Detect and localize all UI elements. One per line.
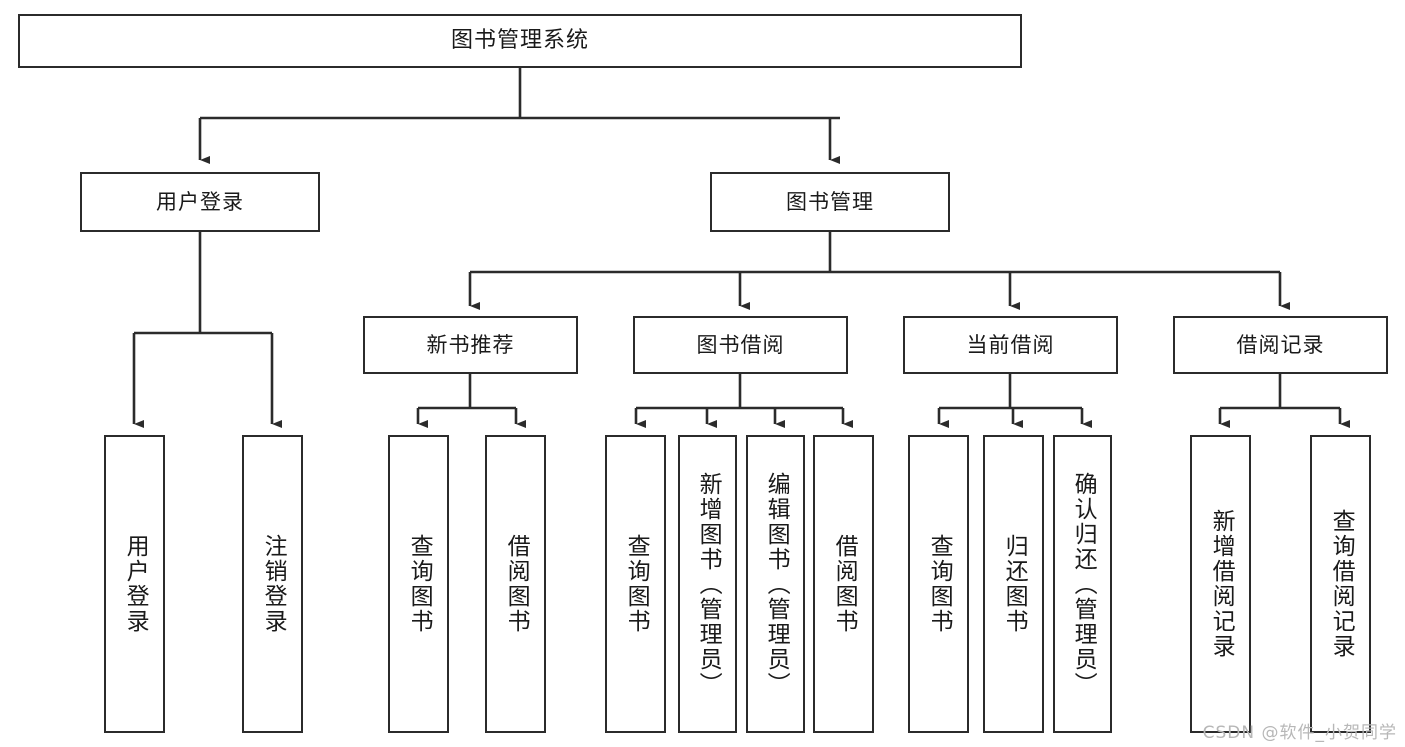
node-new-book-rec[interactable]: 新书推荐 <box>363 316 578 374</box>
node-borrow-record-label: 借阅记录 <box>1236 332 1325 357</box>
node-leaf-edit-book-label: 编辑图书（管理员） <box>763 471 790 697</box>
node-leaf-query-book-cur-label: 查询图书 <box>926 534 953 634</box>
node-borrow-record[interactable]: 借阅记录 <box>1173 316 1388 374</box>
node-leaf-return-book-label: 归还图书 <box>1001 534 1028 634</box>
node-leaf-borrow-book-label: 借阅图书 <box>831 534 858 634</box>
node-leaf-add-book[interactable]: 新增图书（管理员） <box>678 435 737 733</box>
node-leaf-logout[interactable]: 注销登录 <box>242 435 303 733</box>
node-book-borrow[interactable]: 图书借阅 <box>633 316 848 374</box>
node-leaf-add-record-label: 新增借阅记录 <box>1208 509 1235 659</box>
node-root-label: 图书管理系统 <box>450 28 589 53</box>
node-leaf-return-book[interactable]: 归还图书 <box>983 435 1044 733</box>
node-book-borrow-label: 图书借阅 <box>696 332 785 357</box>
node-root[interactable]: 图书管理系统 <box>18 14 1022 68</box>
node-leaf-confirm-return-label: 确认归还（管理员） <box>1070 471 1097 697</box>
node-current-borrow[interactable]: 当前借阅 <box>903 316 1118 374</box>
node-current-borrow-label: 当前借阅 <box>966 332 1055 357</box>
node-leaf-query-record[interactable]: 查询借阅记录 <box>1310 435 1371 733</box>
node-leaf-borrow-book-rec-label: 借阅图书 <box>503 534 530 634</box>
node-new-book-rec-label: 新书推荐 <box>426 332 515 357</box>
node-leaf-add-record[interactable]: 新增借阅记录 <box>1190 435 1251 733</box>
node-user-login-label: 用户登录 <box>156 189 244 214</box>
node-book-manage-label: 图书管理 <box>786 189 874 214</box>
node-leaf-edit-book[interactable]: 编辑图书（管理员） <box>746 435 805 733</box>
node-leaf-borrow-book-rec[interactable]: 借阅图书 <box>485 435 546 733</box>
node-leaf-confirm-return[interactable]: 确认归还（管理员） <box>1053 435 1112 733</box>
node-leaf-user-login[interactable]: 用户登录 <box>104 435 165 733</box>
node-leaf-query-record-label: 查询借阅记录 <box>1328 509 1355 659</box>
node-leaf-borrow-book[interactable]: 借阅图书 <box>813 435 874 733</box>
node-leaf-add-book-label: 新增图书（管理员） <box>695 471 722 697</box>
node-leaf-query-book-borrow-label: 查询图书 <box>623 534 650 634</box>
node-leaf-query-book-rec-label: 查询图书 <box>406 534 433 634</box>
node-user-login[interactable]: 用户登录 <box>80 172 320 232</box>
node-leaf-query-book-borrow[interactable]: 查询图书 <box>605 435 666 733</box>
csdn-watermark: CSDN @软件_小贺同学 <box>1202 723 1397 743</box>
node-leaf-user-login-label: 用户登录 <box>122 534 149 634</box>
node-leaf-logout-label: 注销登录 <box>260 534 287 634</box>
node-leaf-query-book-rec[interactable]: 查询图书 <box>388 435 449 733</box>
node-book-manage[interactable]: 图书管理 <box>710 172 950 232</box>
node-leaf-query-book-cur[interactable]: 查询图书 <box>908 435 969 733</box>
